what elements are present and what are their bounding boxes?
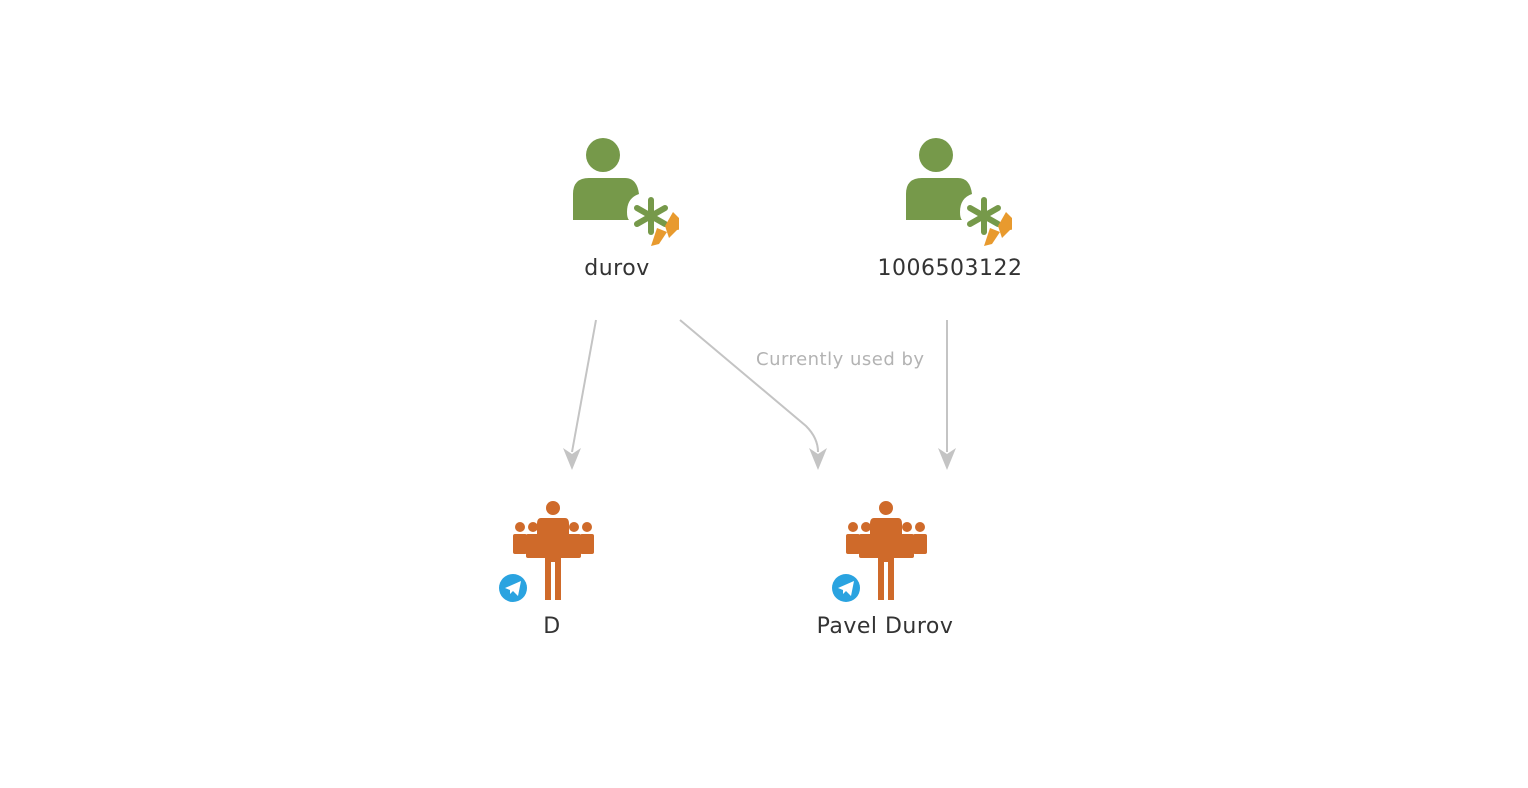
- people-group-icon: [832, 501, 927, 602]
- edge-arrowhead: [938, 448, 956, 470]
- people-group-icon: [499, 501, 594, 602]
- node-label: durov: [584, 256, 650, 281]
- user-asterisk-pinned-icon: [906, 138, 1012, 246]
- edge-durov-to-d[interactable]: [571, 319, 597, 453]
- node-1006503122[interactable]: 1006503122: [850, 136, 1050, 281]
- node-durov[interactable]: durov: [517, 136, 717, 281]
- edge-arrowhead: [809, 448, 827, 470]
- edge-arrowhead: [563, 448, 581, 470]
- node-d[interactable]: D: [452, 500, 652, 639]
- node-label: 1006503122: [877, 256, 1023, 281]
- user-asterisk-pinned-icon: [573, 138, 679, 246]
- node-label: D: [543, 614, 561, 639]
- edge-label-currently-used-by: Currently used by: [756, 349, 925, 370]
- node-label: Pavel Durov: [816, 614, 954, 639]
- edge-durov-to-pavel-durov[interactable]: [679, 319, 819, 453]
- node-pavel-durov[interactable]: Pavel Durov: [785, 500, 985, 639]
